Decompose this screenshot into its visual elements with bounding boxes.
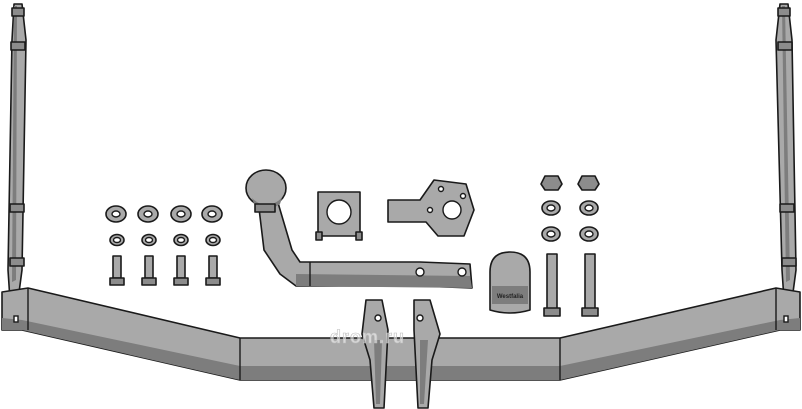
socket-bracket (387, 179, 475, 237)
flat-washer (137, 205, 159, 223)
spring-washer (173, 233, 189, 247)
short-bolt (109, 255, 125, 286)
spring-washer (141, 233, 157, 247)
left-mounting-bracket (7, 3, 27, 301)
flat-washer (105, 205, 127, 223)
long-bolt-set-left (540, 175, 563, 317)
spring-washer (109, 233, 125, 247)
short-bolt (205, 255, 221, 286)
right-mounting-bracket (775, 3, 797, 301)
flat-washer (170, 205, 192, 223)
main-cross-beam (1, 287, 801, 381)
watermark-text: drom.ru (330, 327, 405, 347)
socket-cap-brand-label: Westfalia (497, 294, 524, 300)
socket-mounting-plate (315, 191, 363, 241)
flat-washers-row (105, 205, 223, 223)
long-bolt-set-right (577, 175, 600, 317)
spring-washers-row (109, 233, 221, 247)
tow-ball-neck (245, 169, 473, 289)
flat-washer (201, 205, 223, 223)
center-receiver-plates (361, 299, 441, 409)
short-bolt (141, 255, 157, 286)
electrical-socket-cap: Westfalia (489, 251, 531, 314)
short-bolt (173, 255, 189, 286)
spring-washer (205, 233, 221, 247)
short-bolts-row (109, 255, 221, 286)
